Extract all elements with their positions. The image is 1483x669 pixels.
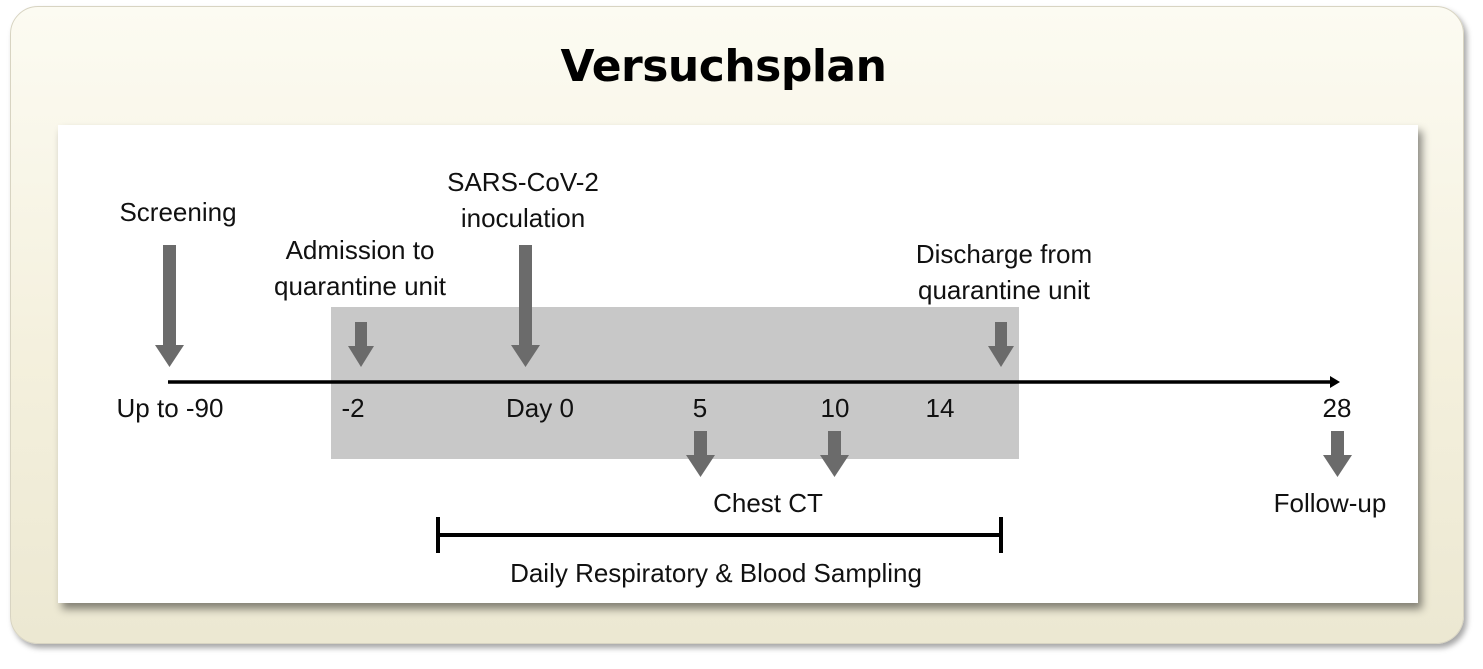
timeline-axis-arrowhead (1330, 376, 1340, 388)
follow-up-arrow (1323, 431, 1352, 477)
chest-ct-label: Chest CT (713, 488, 823, 518)
tick-label: -2 (341, 393, 364, 423)
discharge-label-line2: quarantine unit (918, 275, 1091, 305)
admission-label-line2: quarantine unit (274, 271, 447, 301)
screening-arrow (155, 245, 184, 367)
chest-ct-arrow-day10 (820, 431, 849, 477)
sampling-bracket (436, 517, 1003, 553)
tick-label: Up to -90 (117, 393, 224, 423)
follow-up-label: Follow-up (1274, 488, 1387, 518)
tick-label: 10 (821, 393, 850, 423)
tick-label: 28 (1323, 393, 1352, 423)
timeline-diagram: Screening Admission to quarantine unit S… (117, 167, 1387, 588)
inoculation-arrow (511, 245, 540, 367)
timeline-figure: Screening Admission to quarantine unit S… (58, 125, 1418, 603)
tick-label: Day 0 (506, 393, 574, 423)
admission-arrow (348, 322, 374, 367)
tick-label: 5 (693, 393, 707, 423)
inoculation-label-line1: SARS-CoV-2 (447, 167, 599, 197)
screening-label: Screening (119, 197, 236, 227)
discharge-arrow (988, 322, 1014, 367)
tick-label: 14 (926, 393, 955, 423)
inoculation-label-line2: inoculation (461, 203, 585, 233)
admission-label-line1: Admission to (286, 235, 435, 265)
discharge-label-line1: Discharge from (916, 239, 1092, 269)
page-title: Versuchsplan (560, 41, 887, 92)
sampling-label: Daily Respiratory & Blood Sampling (510, 558, 922, 588)
chest-ct-arrow-day5 (686, 431, 715, 477)
